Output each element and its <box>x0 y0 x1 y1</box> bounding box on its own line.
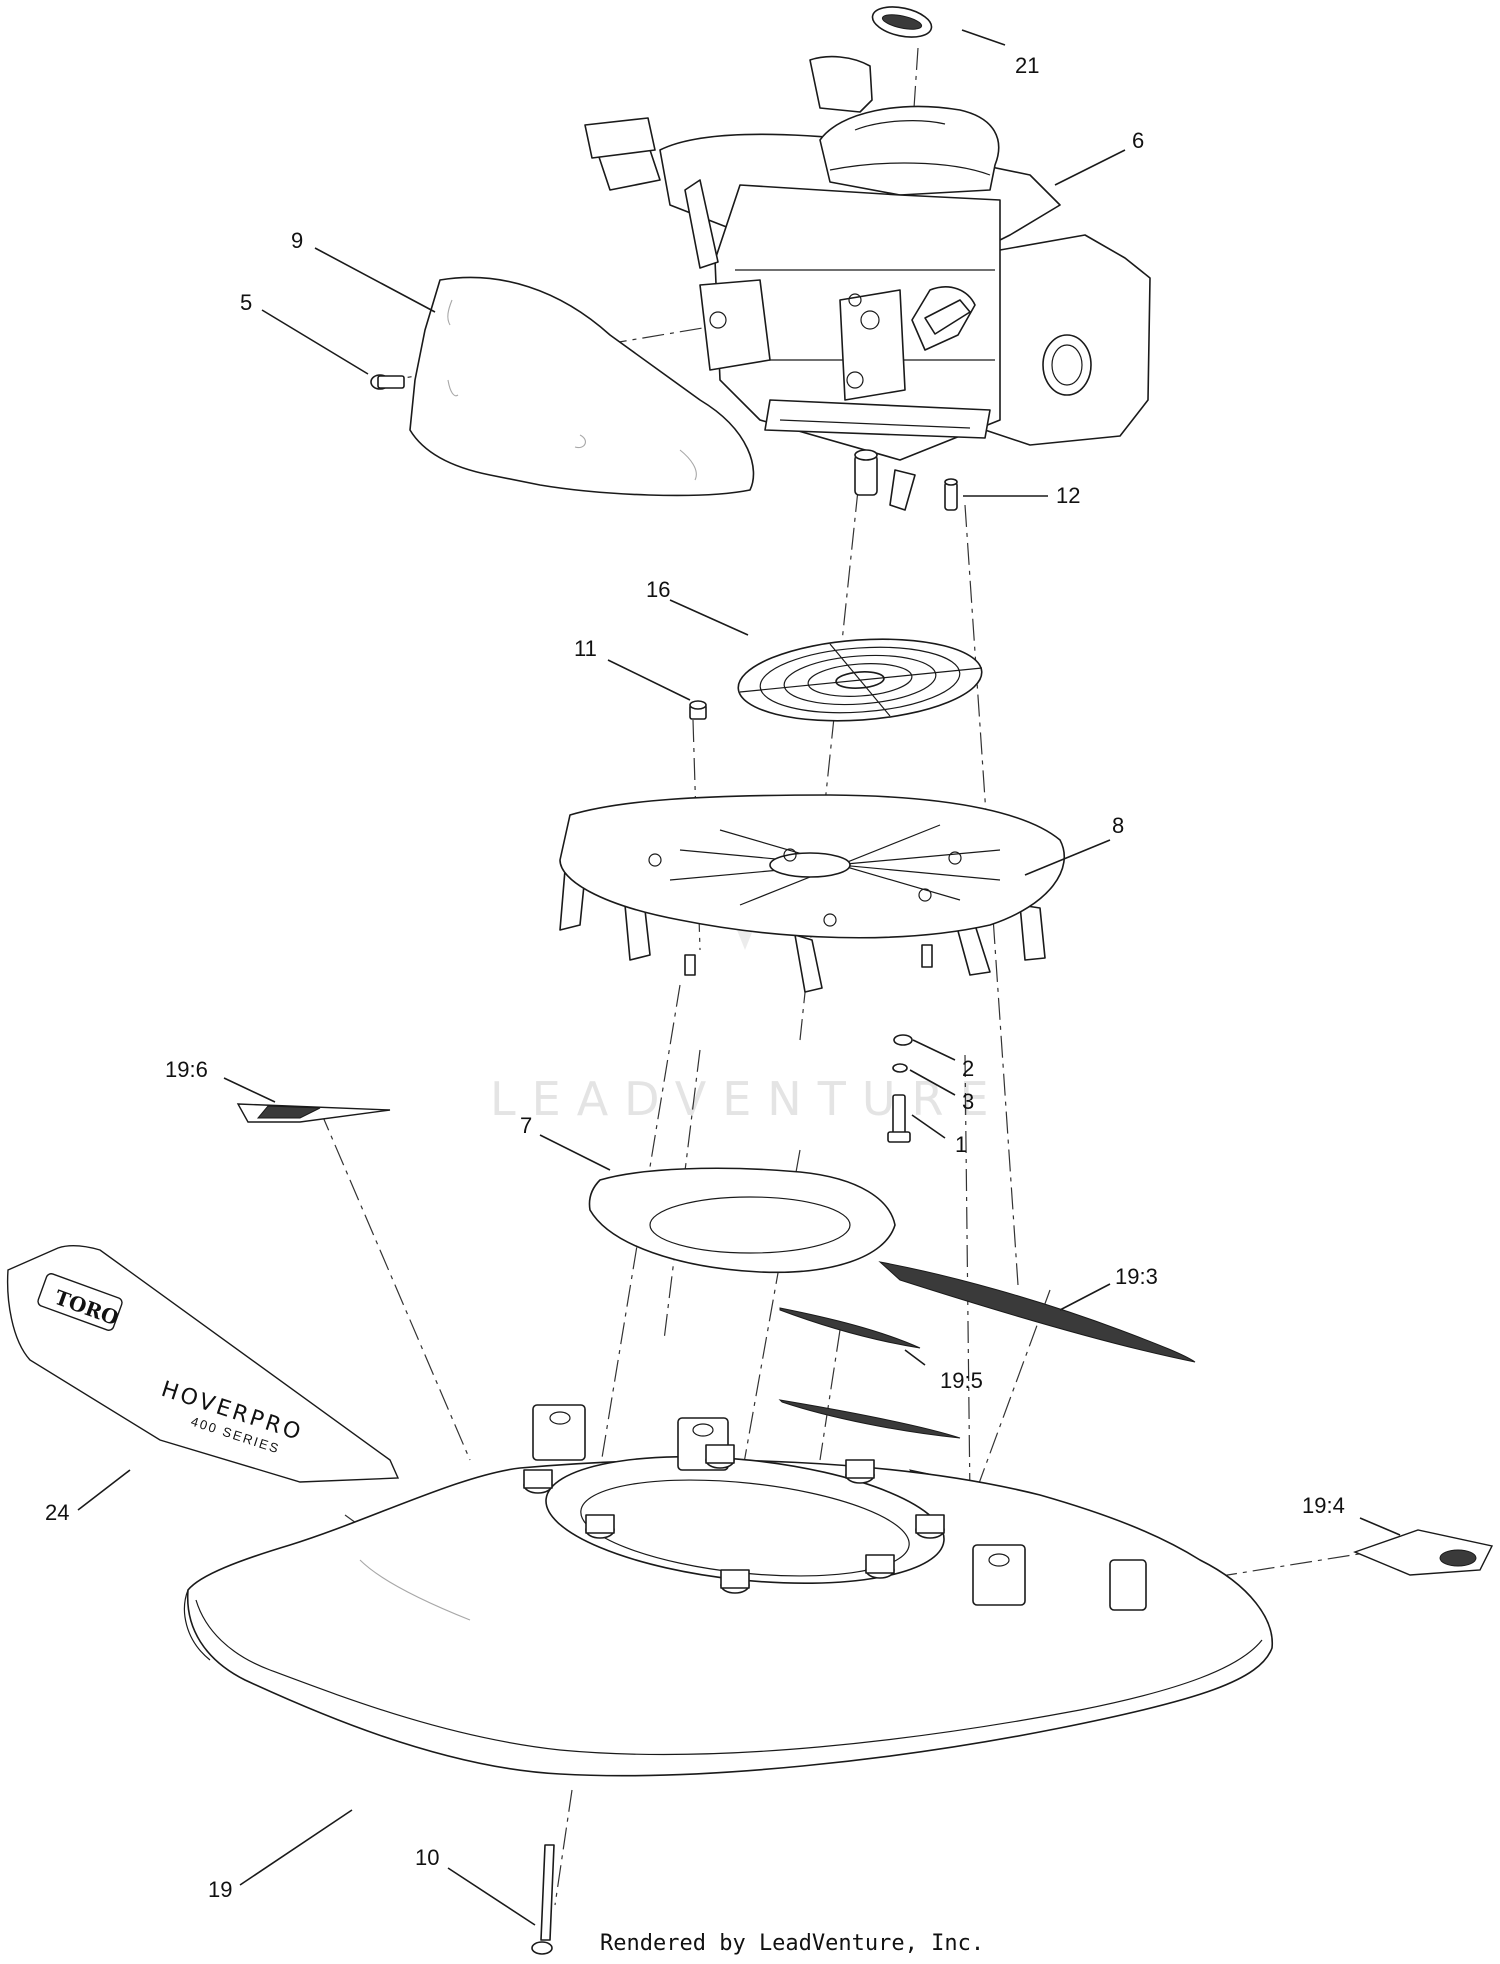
callout-16: 16 <box>646 577 670 602</box>
part-19-6-decal <box>236 1103 391 1123</box>
callout-19-4: 19:4 <box>1302 1493 1345 1518</box>
render-credit: Rendered by LeadVenture, Inc. <box>600 1931 984 1956</box>
part-3-lock-washer <box>892 1063 908 1073</box>
callout-6: 6 <box>1132 128 1144 153</box>
callout-8: 8 <box>1112 813 1124 838</box>
callout-19-3: 19:3 <box>1115 1264 1158 1289</box>
part-19-4-decal <box>1353 1529 1494 1576</box>
part-12-dowel-pin <box>944 478 958 511</box>
part-10-screw <box>531 1844 555 1955</box>
part-7-gasket <box>588 1167 896 1274</box>
part-11-nut <box>689 700 707 720</box>
callout-21: 21 <box>1015 53 1039 78</box>
callout-7: 7 <box>520 1113 532 1138</box>
part-8-impeller <box>559 794 1065 993</box>
callout-5: 5 <box>240 290 252 315</box>
callout-11: 11 <box>574 636 597 661</box>
part-24-brand-decal: TORO HOVERPRO 400 SERIES <box>6 1245 400 1483</box>
callout-9: 9 <box>291 228 303 253</box>
part-21-cap-decal <box>871 6 933 38</box>
part-16-vent-grate <box>737 638 983 722</box>
part-19-deck-housing <box>183 1404 1273 1777</box>
callout-19-5: 19:5 <box>940 1368 983 1393</box>
part-1-bolt <box>887 1094 911 1143</box>
callout-19: 19 <box>208 1877 232 1902</box>
part-6-engine <box>584 55 1151 511</box>
callout-10: 10 <box>415 1845 439 1870</box>
part-19-3-decal <box>878 1261 1196 1363</box>
part-9-cover <box>409 276 755 497</box>
callout-1: 1 <box>955 1132 967 1157</box>
callout-19-6: 19:6 <box>165 1057 208 1082</box>
part-5-screw <box>370 374 405 390</box>
part-2-washer <box>893 1034 913 1046</box>
callout-3: 3 <box>962 1089 974 1114</box>
leader-lines <box>77 29 1401 1926</box>
callout-24: 24 <box>45 1500 69 1525</box>
callout-2: 2 <box>962 1056 974 1081</box>
callout-labels: 21 6 9 5 12 16 11 8 2 3 1 19:6 7 19:3 19… <box>45 53 1345 1902</box>
callout-12: 12 <box>1056 483 1080 508</box>
